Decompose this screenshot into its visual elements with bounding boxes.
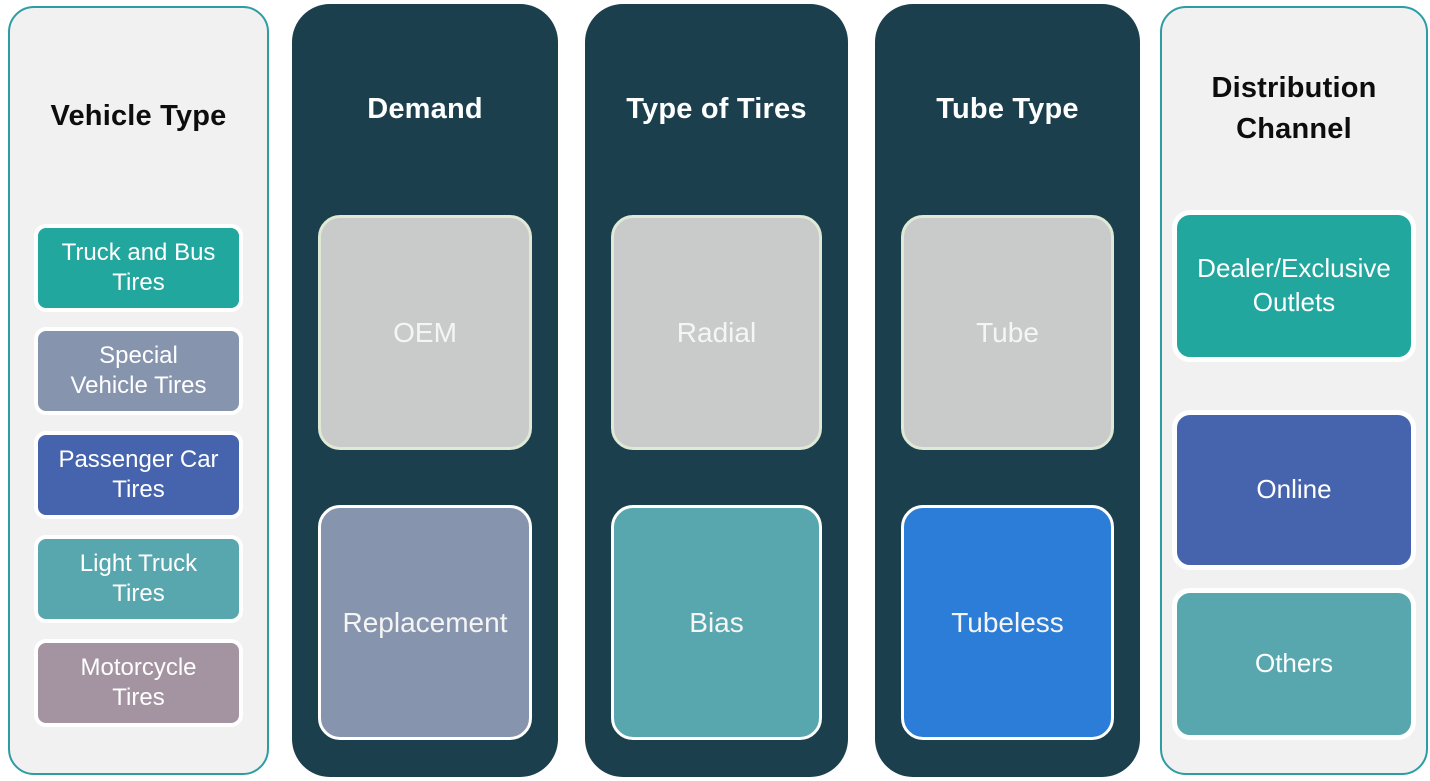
segment-replacement: Replacement	[318, 505, 532, 740]
column-demand: Demand OEM Replacement	[292, 4, 558, 777]
segment-motorcycle-tires: Motorcycle Tires	[34, 639, 243, 727]
segment-oem: OEM	[318, 215, 532, 450]
column-distribution-channel: Distribution Channel Dealer/Exclusive Ou…	[1160, 6, 1428, 775]
column-vehicle-type: Vehicle Type Truck and Bus Tires Special…	[8, 6, 269, 775]
segment-others: Others	[1172, 588, 1416, 740]
segment-bias: Bias	[611, 505, 822, 740]
column-title-distribution-channel: Distribution Channel	[1211, 72, 1377, 145]
column-tube-type: Tube Type Tube Tubeless	[875, 4, 1140, 777]
segment-tube: Tube	[901, 215, 1114, 450]
segment-online: Online	[1172, 410, 1416, 570]
column-type-of-tires: Type of Tires Radial Bias	[585, 4, 848, 777]
segment-truck-and-bus-tires: Truck and Bus Tires	[34, 224, 243, 312]
segment-tubeless: Tubeless	[901, 505, 1114, 740]
segment-light-truck-tires: Light Truck Tires	[34, 535, 243, 623]
column-title-type-of-tires: Type of Tires	[626, 93, 807, 126]
segment-special-vehicle-tires: Special Vehicle Tires	[34, 327, 243, 415]
segment-radial: Radial	[611, 215, 822, 450]
segment-dealer-exclusive-outlets: Dealer/Exclusive Outlets	[1172, 210, 1416, 362]
column-title-demand: Demand	[367, 93, 483, 126]
column-title-tube-type: Tube Type	[936, 93, 1079, 126]
column-title-vehicle-type: Vehicle Type	[50, 99, 227, 132]
segment-passenger-car-tires: Passenger Car Tires	[34, 431, 243, 519]
